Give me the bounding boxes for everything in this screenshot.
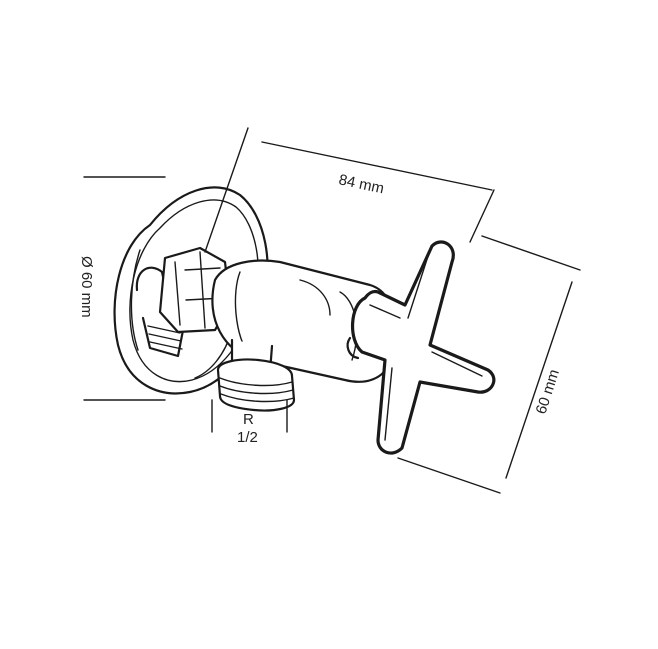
length-dimension — [204, 127, 495, 253]
outlet-spigot — [216, 338, 296, 412]
height-dimension — [397, 235, 581, 494]
length-label: 84 mm — [337, 171, 385, 197]
height-label: 60 mm — [533, 367, 563, 416]
thread-label-size: 1/2 — [237, 429, 258, 446]
diameter-label: Ø 60 mm — [78, 256, 95, 318]
diameter-dimension — [83, 176, 166, 401]
thread-dimension — [211, 399, 288, 433]
wall-thread-stub — [135, 266, 186, 358]
thread-label-r: R — [243, 411, 254, 428]
cross-handle — [346, 240, 496, 455]
